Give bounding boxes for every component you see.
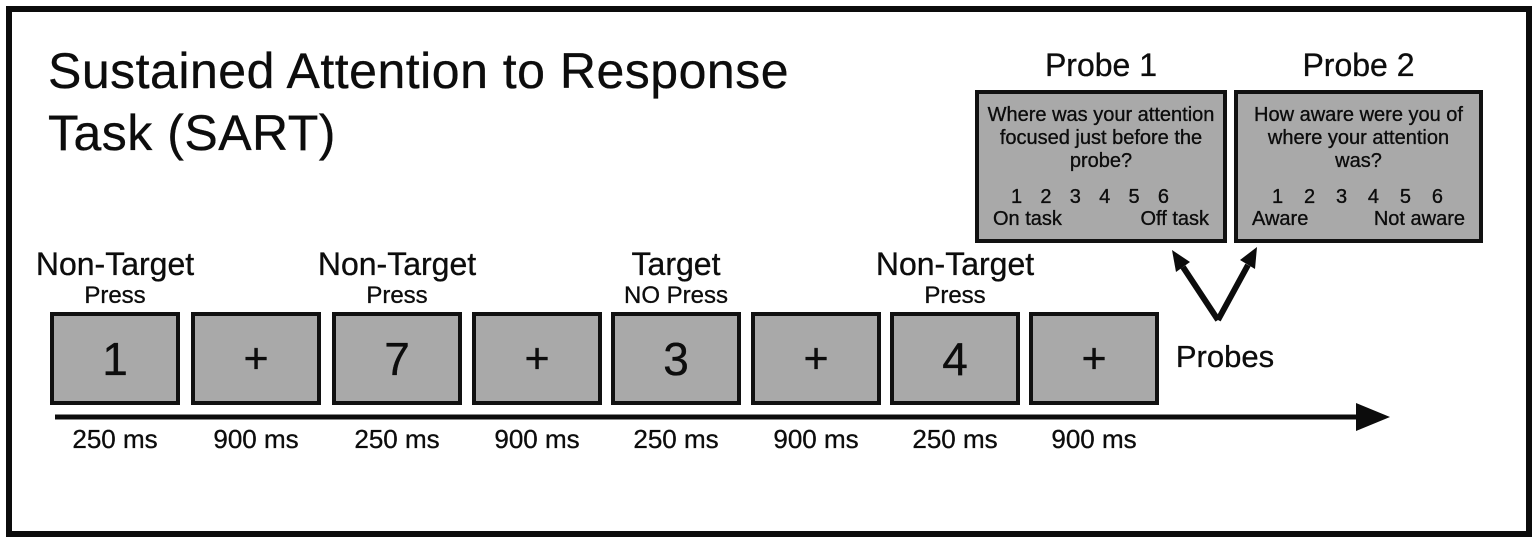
scale-value: 3 — [1069, 186, 1081, 208]
stimulus-box: + — [191, 312, 321, 405]
scale-value: 5 — [1399, 186, 1411, 208]
trial-type-label: Non-Target — [35, 246, 195, 282]
probe2-title: Probe 2 — [1302, 47, 1415, 83]
scale-value: 4 — [1099, 186, 1111, 208]
trial-label: Non-Target Press — [840, 248, 1070, 308]
probe2-question: How aware were you of where your attenti… — [1238, 104, 1479, 173]
trial-type-label: Non-Target — [875, 246, 1035, 282]
stimulus-text: 4 — [942, 332, 968, 385]
probe2-question-line1: How aware were you of — [1254, 104, 1463, 126]
trial-response-label: Press — [366, 282, 428, 309]
trial-duration-label: 900 ms — [773, 424, 859, 454]
trial: Non-Target Press 1 250 ms — [36, 248, 195, 463]
trial: + 900 ms — [191, 248, 321, 463]
probe1-question-line2: focused just before the — [999, 127, 1203, 149]
probe1-card: Where was your attention focused just be… — [975, 90, 1227, 243]
trial-label: Non-Target Press — [282, 248, 512, 308]
probe1-question-line1: Where was your attention — [987, 104, 1215, 126]
scale-value: 6 — [1157, 186, 1169, 208]
trial: + 900 ms — [472, 248, 602, 463]
stimulus-box: + — [751, 312, 881, 405]
probe1-anchor-right: Off task — [1140, 208, 1209, 230]
trial-label: Non-Target Press — [0, 248, 230, 308]
stimulus-text: + — [1081, 334, 1107, 383]
scale-value: 2 — [1303, 186, 1316, 208]
figure-title-line1: Sustained Attention to Response — [48, 43, 790, 99]
probe2-question-line3: was? — [1335, 150, 1382, 172]
trial-duration-label: 900 ms — [213, 424, 299, 454]
stimulus-box: 7 — [332, 312, 462, 405]
figure-title-line2: Task (SART) — [48, 105, 336, 161]
probe1-anchors: On task Off task — [993, 208, 1209, 230]
trial-type-label: Target — [631, 246, 721, 282]
probe1-title: Probe 1 — [1044, 47, 1158, 83]
probe1-question: Where was your attention focused just be… — [979, 104, 1223, 173]
trial-response-label: Press — [84, 282, 146, 309]
trial-duration-label: 900 ms — [1051, 424, 1137, 454]
scale-value: 1 — [1011, 186, 1023, 208]
trial-duration-label: 250 ms — [633, 424, 719, 454]
probe2-card: How aware were you of where your attenti… — [1234, 90, 1483, 243]
scale-value: 4 — [1367, 186, 1380, 208]
stimulus-box: + — [1029, 312, 1159, 405]
trial-duration-label: 250 ms — [72, 424, 158, 454]
stimulus-text: + — [524, 334, 550, 383]
trial-type-label: Non-Target — [317, 246, 477, 282]
trial: + 900 ms — [751, 248, 881, 463]
stimulus-text: 7 — [384, 332, 410, 385]
trial-duration-label: 900 ms — [494, 424, 580, 454]
stimulus-box: 4 — [890, 312, 1020, 405]
trial: Non-Target Press 7 250 ms — [318, 248, 477, 463]
scale-value: 3 — [1335, 186, 1348, 208]
trial: Target NO Press 3 250 ms — [611, 248, 741, 463]
figure-title: Sustained Attention to Response Task (SA… — [48, 40, 789, 164]
scale-value: 5 — [1128, 186, 1140, 208]
stimulus-text: 3 — [663, 332, 689, 385]
trial-label: Target NO Press — [561, 248, 791, 308]
probe2-question-line2: where your attention — [1267, 127, 1450, 149]
scale-value: 2 — [1040, 186, 1052, 208]
probe2-scale: 1 2 3 4 5 6 — [1272, 186, 1443, 208]
probe1-scale: 1 2 3 4 5 6 — [1011, 186, 1169, 208]
trial: Non-Target Press 4 250 ms — [876, 248, 1035, 463]
stimulus-text: + — [243, 334, 269, 383]
figure-border — [6, 6, 1532, 537]
stimulus-box: 1 — [50, 312, 180, 405]
scale-value: 6 — [1431, 186, 1443, 208]
trial-duration-label: 250 ms — [912, 424, 998, 454]
probe1-anchor-left: On task — [993, 208, 1062, 230]
stimulus-text: 1 — [102, 332, 128, 385]
trial: + 900 ms — [1029, 248, 1159, 463]
probe2-anchor-right: Not aware — [1373, 208, 1466, 230]
trial-response-label: Press — [924, 282, 986, 309]
probe1-question-line3: probe? — [1069, 150, 1133, 172]
probe2-anchor-left: Aware — [1252, 208, 1309, 230]
trial-response-label: NO Press — [623, 282, 728, 309]
scale-value: 1 — [1272, 186, 1284, 208]
probe2-anchors: Aware Not aware — [1252, 208, 1465, 230]
stimulus-text: + — [803, 334, 829, 383]
probes-pointer-label: Probes — [1175, 339, 1275, 374]
trial-duration-label: 250 ms — [354, 424, 440, 454]
stimulus-box: + — [472, 312, 602, 405]
stimulus-box: 3 — [611, 312, 741, 405]
